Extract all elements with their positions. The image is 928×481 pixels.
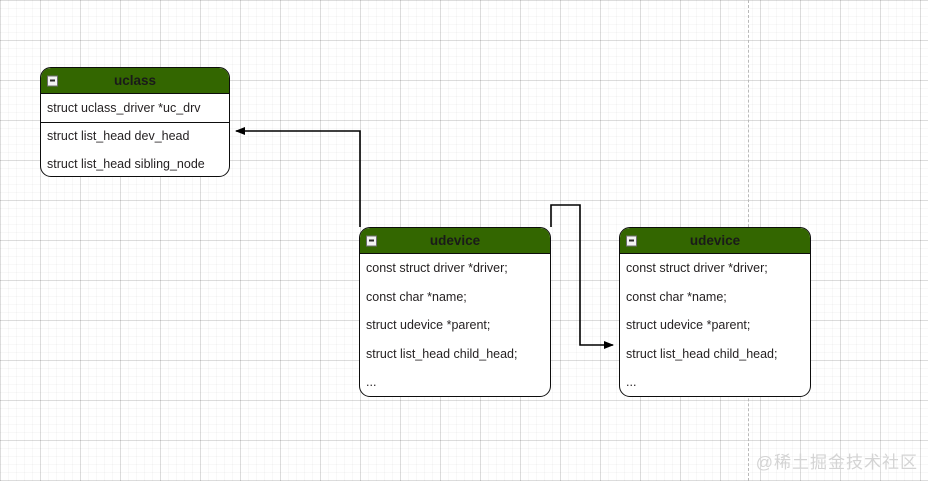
uml-class-header-uclass[interactable]: uclass <box>41 68 229 94</box>
uml-attribute-row[interactable]: const char *name; <box>366 289 467 304</box>
uml-class-body-udevice-middle: const struct driver *driver; const char *… <box>360 254 550 396</box>
uml-class-body-udevice-right: const struct driver *driver; const char *… <box>620 254 810 396</box>
uml-attribute-row[interactable]: ... <box>366 375 377 390</box>
uml-class-title: udevice <box>429 233 481 248</box>
collapse-minus-icon[interactable] <box>47 75 58 86</box>
collapse-minus-icon[interactable] <box>626 235 637 246</box>
uml-attribute-row[interactable]: struct uclass_driver *uc_drv <box>41 94 229 123</box>
uml-attribute-row[interactable]: const struct driver *driver; <box>626 261 768 276</box>
uml-class-title: uclass <box>113 73 157 88</box>
uml-class-header-udevice-right[interactable]: udevice <box>620 228 810 254</box>
uml-attribute-row[interactable]: struct list_head dev_head <box>47 129 190 144</box>
uml-attribute-row[interactable]: ... <box>626 375 637 390</box>
uml-attribute-row[interactable]: struct udevice *parent; <box>626 318 751 333</box>
uml-class-header-udevice-middle[interactable]: udevice <box>360 228 550 254</box>
uml-attribute-row[interactable]: struct udevice *parent; <box>366 318 491 333</box>
uml-attribute-row[interactable]: struct list_head child_head; <box>366 346 518 361</box>
uml-attribute-row[interactable]: const struct driver *driver; <box>366 261 508 276</box>
connector-udevice-to-uclass[interactable] <box>235 127 361 227</box>
uml-attribute-row[interactable]: struct list_head child_head; <box>626 346 778 361</box>
uml-attribute-row[interactable]: struct list_head sibling_node <box>47 156 205 171</box>
uml-attribute-row[interactable]: const char *name; <box>626 289 727 304</box>
collapse-minus-icon[interactable] <box>366 235 377 246</box>
uml-class-title: udevice <box>689 233 741 248</box>
connector-udevice-to-udevice[interactable] <box>550 204 614 349</box>
watermark: @稀土掘金技术社区 <box>755 453 918 472</box>
